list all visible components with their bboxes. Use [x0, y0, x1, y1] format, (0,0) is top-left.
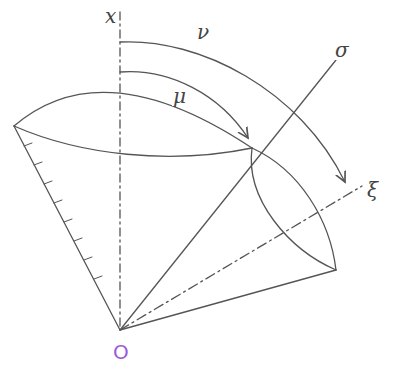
lens-curve: [251, 148, 336, 270]
hatching: [24, 143, 102, 279]
axis-label: x: [104, 6, 117, 26]
xi-axis: [120, 186, 362, 330]
generator-line: [14, 126, 120, 330]
axis-label: μ: [172, 86, 187, 106]
axis-line: [119, 12, 120, 330]
generator-line: [120, 270, 336, 330]
angle-arc: [120, 72, 248, 138]
lens-curve: [14, 126, 252, 156]
axis-label: ξ: [366, 180, 379, 200]
axis-label: O: [112, 342, 130, 362]
angle-arc: [120, 42, 345, 182]
axis-label: σ: [334, 40, 350, 60]
axis-label: ν: [196, 22, 210, 42]
generator-line: [120, 60, 336, 330]
lens-curve: [252, 148, 336, 270]
